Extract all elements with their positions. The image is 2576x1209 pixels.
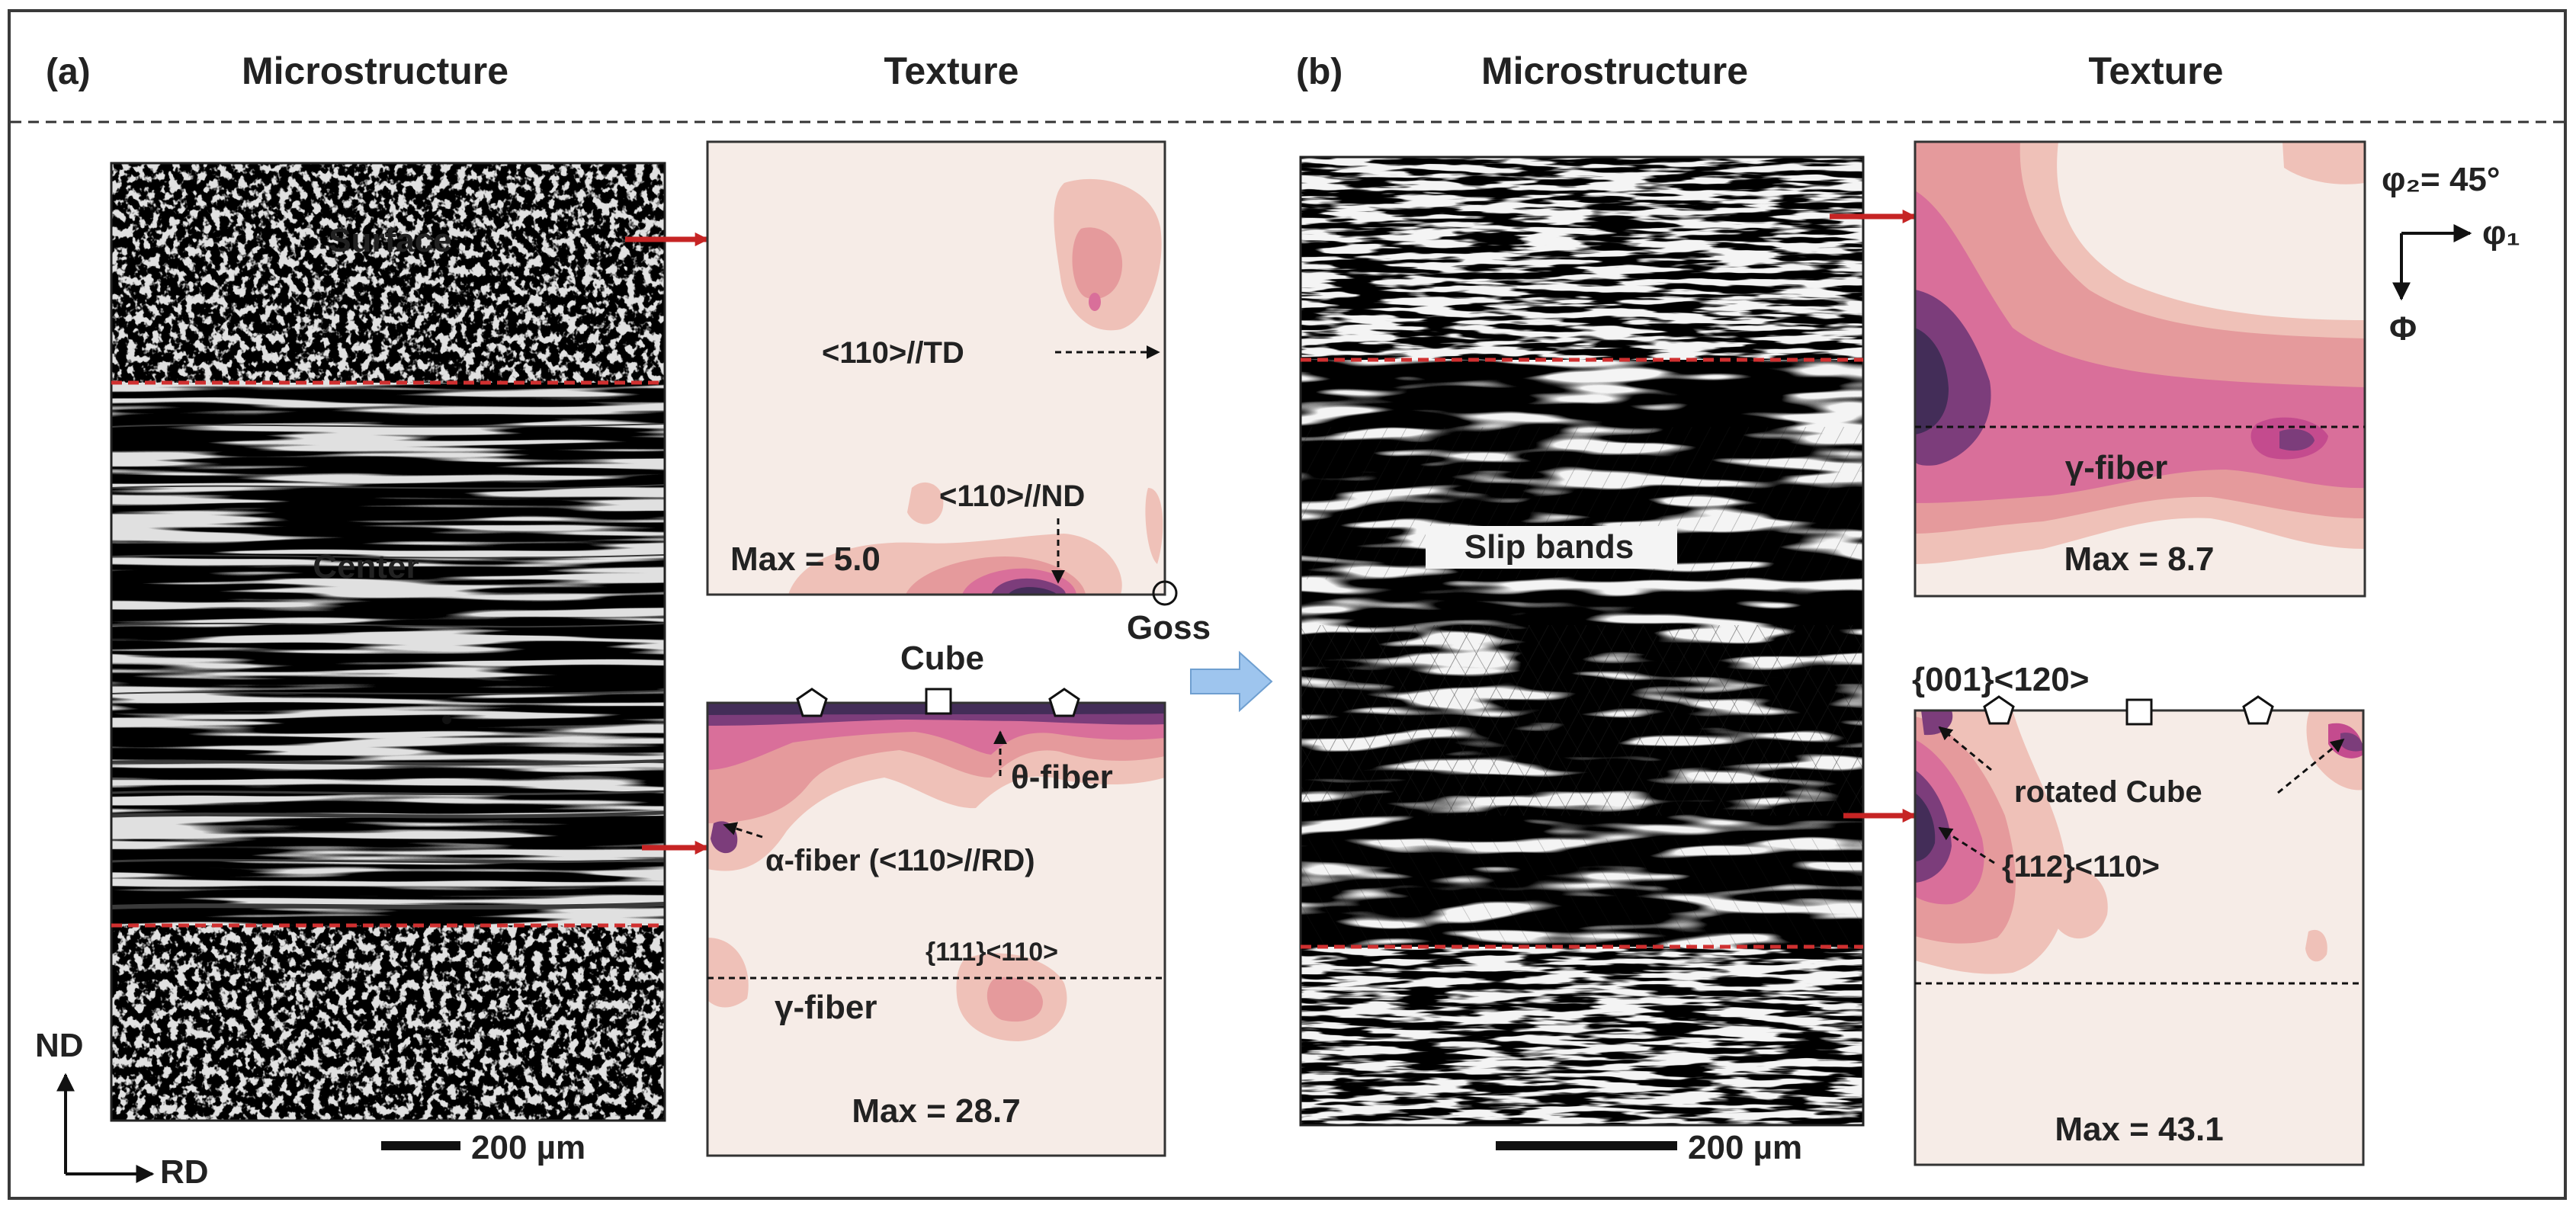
scale-bar-b — [1496, 1141, 1677, 1150]
odf-surface-b — [1914, 140, 2366, 598]
phi2-label: φ₂= 45° — [2382, 161, 2500, 198]
theta-fiber-label: θ-fiber — [1011, 758, 1113, 796]
max-surface-a: Max = 5.0 — [730, 540, 881, 578]
phi-label: Φ — [2389, 310, 2417, 348]
panel-b-texture-title: Texture — [2089, 50, 2224, 92]
odf-center-a — [706, 688, 1166, 1157]
goss-label: Goss — [1127, 609, 1211, 646]
axis-rd-label: RD — [160, 1153, 209, 1191]
micrograph-a — [110, 162, 666, 1122]
transition-arrow — [1190, 650, 1273, 713]
gamma-fiber-label-b: γ-fiber — [2065, 449, 2167, 486]
max-surface-b: Max = 8.7 — [2064, 540, 2215, 578]
scale-bar-a-label: 200 µm — [471, 1129, 585, 1166]
phi1-label: φ₁ — [2482, 214, 2520, 252]
panel-b-tag: (b) — [1296, 52, 1343, 92]
panel-a-texture-title: Texture — [884, 50, 1019, 92]
scale-bar-b-label: 200 µm — [1688, 1129, 1802, 1166]
surface-label: Surface — [329, 222, 451, 259]
center-label: Center — [313, 548, 419, 585]
alpha-fiber-label: α-fiber (<110>//RD) — [765, 844, 1035, 877]
max-center-a: Max = 28.7 — [852, 1092, 1020, 1130]
odf-center-b — [1914, 695, 2365, 1166]
rotated-cube-label: rotated Cube — [2014, 775, 2202, 809]
panel-a-microstructure-title: Microstructure — [242, 50, 508, 92]
td-label: <110>//TD — [822, 336, 964, 370]
slip-bands-label: Slip bands — [1464, 528, 1634, 566]
hkl-001-120-label: {001}<120> — [1912, 661, 2089, 698]
odf-surface-a — [706, 140, 1178, 606]
cube-label: Cube — [900, 640, 984, 677]
gamma-fiber-label-a: γ-fiber — [775, 989, 877, 1026]
max-center-b: Max = 43.1 — [2055, 1111, 2223, 1148]
micrograph-b — [1299, 156, 1865, 1127]
scale-bar-a — [381, 1141, 460, 1150]
panel-a-tag: (a) — [46, 52, 91, 92]
euler-axes — [2392, 224, 2472, 301]
hkl-111-110-label: {111}<110> — [925, 938, 1058, 967]
nd-label: <110>//ND — [939, 479, 1085, 513]
hkl-112-110-label: {112}<110> — [2002, 850, 2160, 884]
axis-nd-label: ND — [35, 1027, 84, 1064]
nd-rd-axes — [56, 1073, 155, 1183]
panel-b-microstructure-title: Microstructure — [1481, 50, 1748, 92]
